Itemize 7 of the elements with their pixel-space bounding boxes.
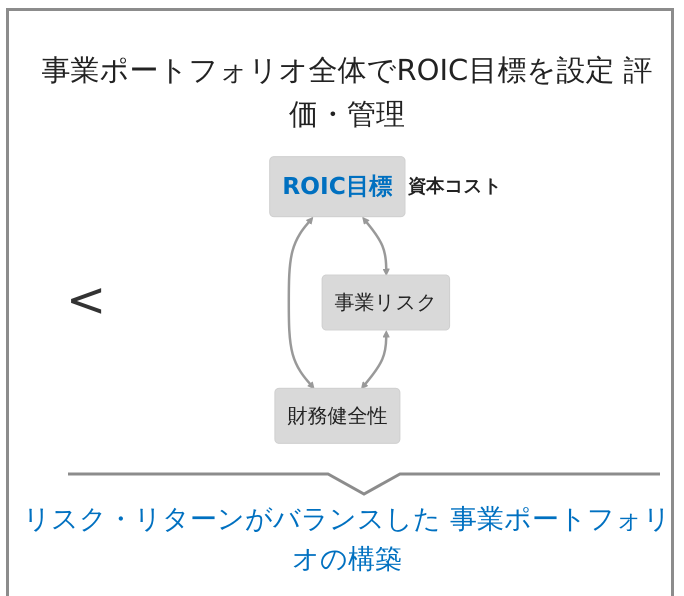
title: 事業ポートフォリオ全体でROIC目標を設定 評価・管理: [40, 52, 654, 133]
arrow: [362, 217, 390, 276]
arrow: [288, 217, 315, 390]
caption: リスク・リターンがバランスした 事業ポートフォリオの構築: [22, 503, 672, 577]
comparison-sign: <: [66, 272, 106, 328]
arrow: [361, 330, 390, 390]
node-text: 資本コスト: [408, 176, 502, 198]
